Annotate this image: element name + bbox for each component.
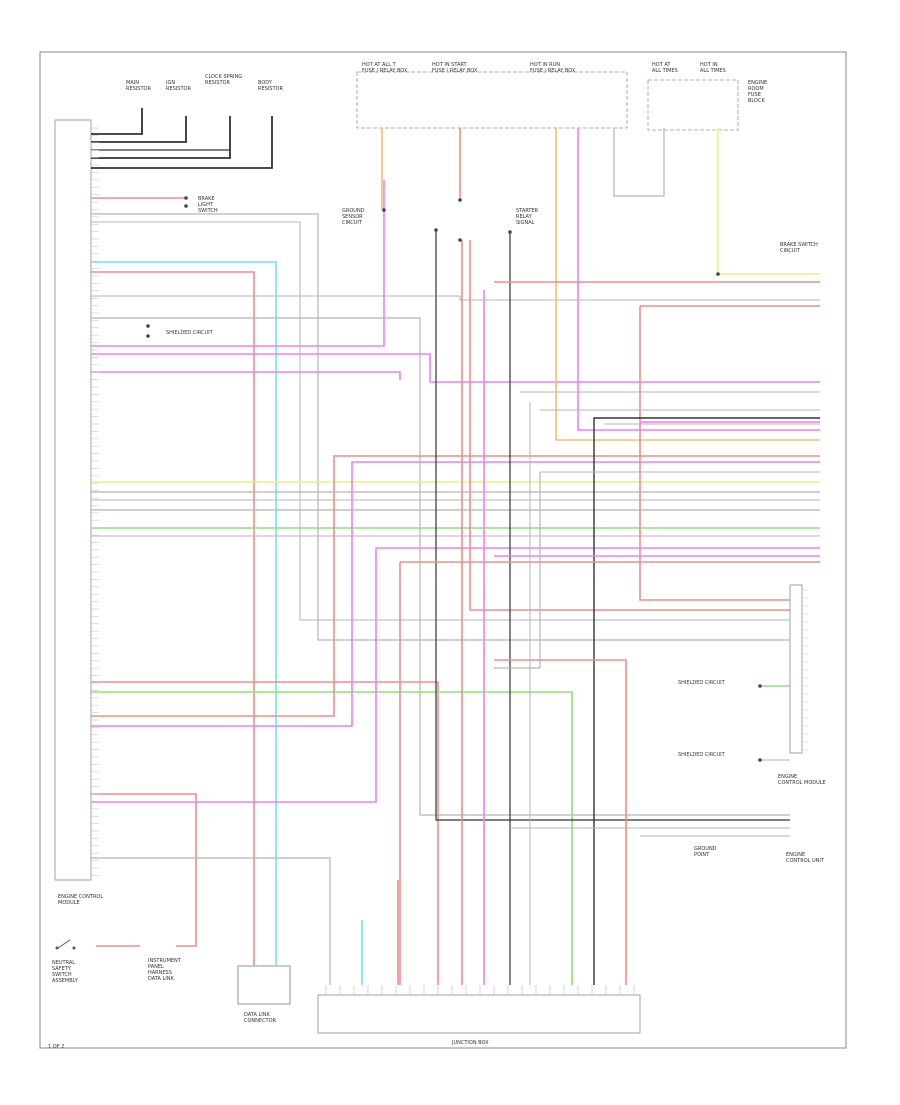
wire-red-15 <box>494 659 627 985</box>
pin-layer <box>91 127 808 995</box>
wire-gray-1 <box>91 213 790 641</box>
wire-gray-16 <box>494 472 541 669</box>
wire-gray-2 <box>91 221 790 621</box>
wire-pink-5 <box>91 547 820 803</box>
wire-black-3 <box>593 417 820 985</box>
right-connector-block <box>789 584 803 754</box>
wire-red-12 <box>639 306 790 601</box>
wire-orange-2 <box>555 128 820 441</box>
wire-pink-4 <box>91 461 820 727</box>
wire-red-3 <box>91 681 439 985</box>
splice-dot <box>758 684 762 688</box>
label-page-ref: 1 OF 2 <box>48 1044 64 1050</box>
wire-gray-3 <box>91 295 820 301</box>
wire-red-9 <box>469 240 790 611</box>
switch-symbol <box>55 939 76 950</box>
feed-wire-3 <box>91 116 231 159</box>
label-shielded-3: SHIELDED CIRCUIT <box>678 752 726 758</box>
ground-component-box <box>237 965 291 1005</box>
feed-wire-1 <box>91 108 143 135</box>
fuse-relay-box <box>356 71 628 129</box>
feed-wire-2 <box>91 116 187 143</box>
splice-dot <box>184 196 188 200</box>
splice-dot <box>434 228 438 232</box>
fuse-box-right <box>647 79 739 131</box>
wire-red-2 <box>91 271 255 966</box>
splice-dot <box>508 230 512 234</box>
label-junction: JUNCTION BOX <box>451 1040 489 1046</box>
splice-dot <box>146 324 150 328</box>
wire-red-5 <box>91 793 197 947</box>
wire-pink-3 <box>91 371 401 380</box>
label-shielded-2: SHIELDED CIRCUIT <box>678 680 726 686</box>
wire-black-1 <box>435 230 790 821</box>
wire-layer <box>91 108 820 985</box>
wire-pink-2 <box>91 353 820 383</box>
wire-cyan-1 <box>91 261 277 966</box>
wire-yellow-2 <box>717 128 820 275</box>
splice-dot <box>146 334 150 338</box>
wire-green-2 <box>91 691 573 985</box>
splice-dot <box>184 204 188 208</box>
wire-gray-10 <box>613 128 665 197</box>
diagram-frame <box>39 51 847 1049</box>
splice-dot <box>382 208 386 212</box>
splice-dot <box>716 272 720 276</box>
wire-gray-9 <box>91 857 331 985</box>
label-shielded-1: SHIELDED CIRCUIT <box>166 330 214 336</box>
wire-red-4 <box>91 455 820 717</box>
splice-dot <box>758 758 762 762</box>
wire-pink-6 <box>577 128 820 431</box>
splice-dot <box>458 238 462 242</box>
wire-gray-4 <box>91 317 790 816</box>
left-connector-block <box>54 119 92 881</box>
splice-dot <box>458 198 462 202</box>
wire-pink-1 <box>91 180 385 347</box>
feed-wire-4 <box>91 116 273 169</box>
bottom-connector-block <box>317 994 641 1034</box>
